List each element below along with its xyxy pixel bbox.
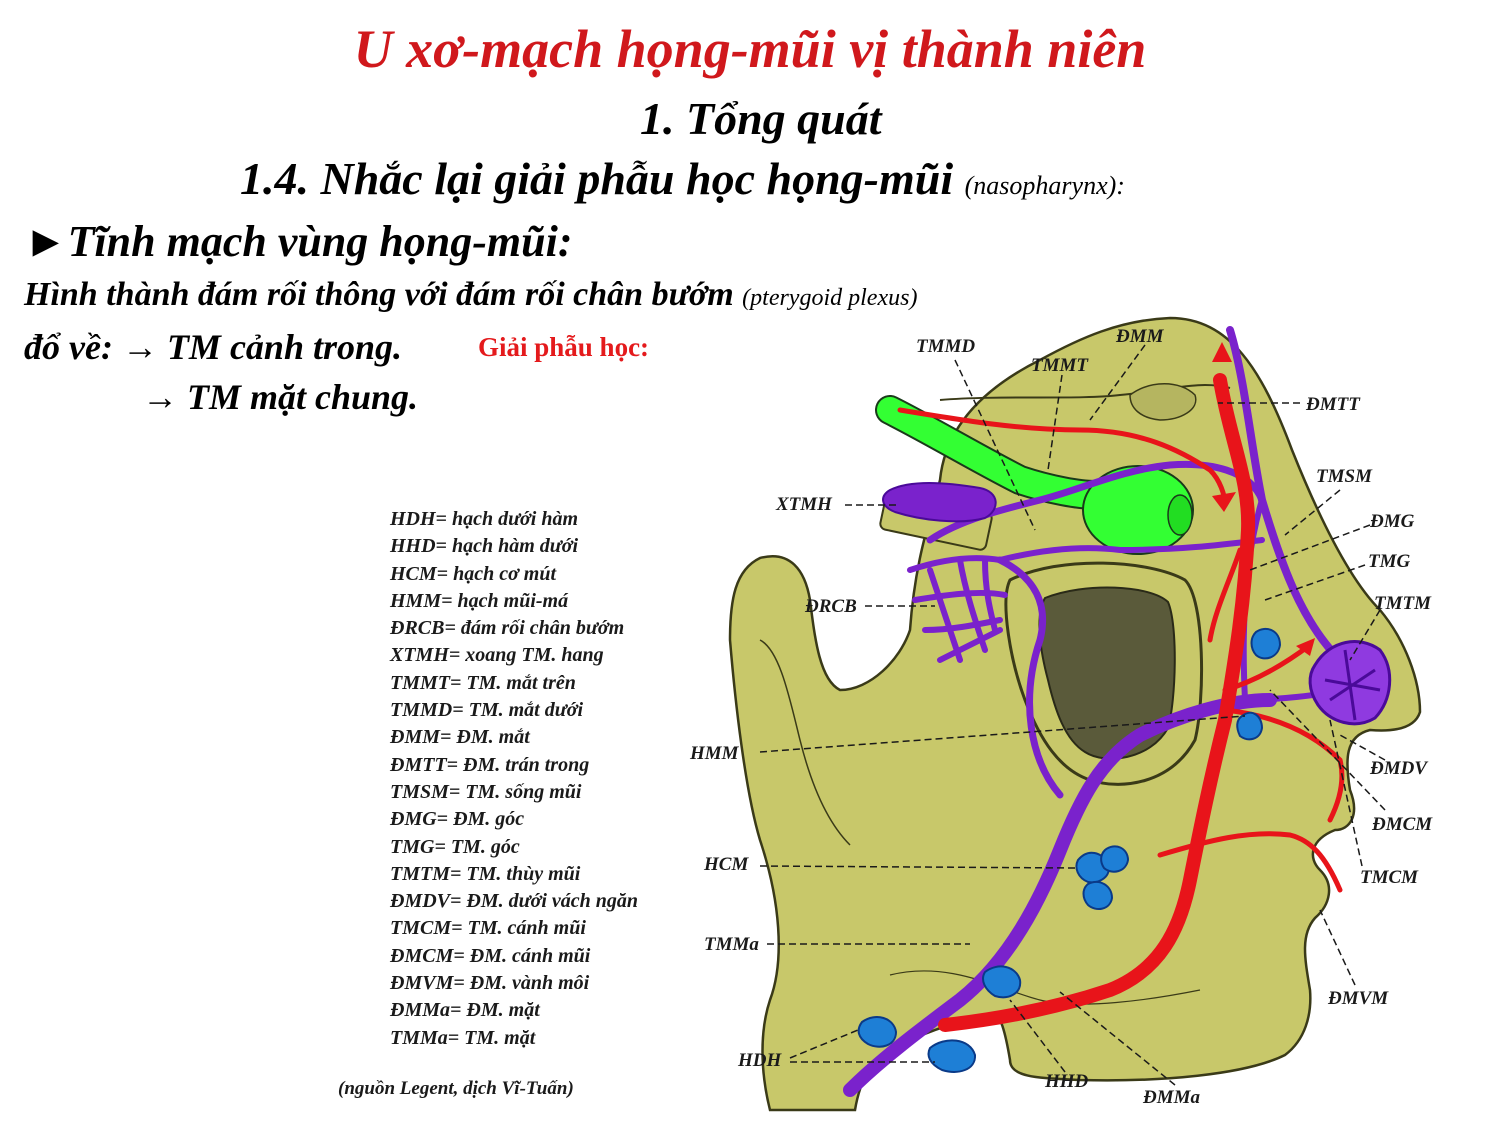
anatomy-label: Giải phẫu học:: [478, 332, 650, 362]
legend-item: ĐMTT= ĐM. trán trong: [390, 753, 590, 776]
legend-item: HDH= hạch dưới hàm: [390, 508, 579, 530]
legend-item: TMCM= TM. cánh mũi: [390, 917, 586, 940]
leader-lines: [759, 344, 1386, 1086]
label-dmvm: ĐMVM: [1327, 988, 1389, 1009]
pterygoid-plexus: [907, 555, 1008, 663]
legend-item: TMTM= TM. thùy mũi: [390, 862, 581, 885]
body-line-1-text: Hình thành đám rối thông với đám rối châ…: [24, 276, 734, 313]
legend-item: HHD= hạch hàm dưới: [390, 535, 579, 558]
legend-item: ĐMM= ĐM. mắt: [390, 726, 530, 749]
label-dmm: ĐMM: [1115, 326, 1165, 347]
legend-item: TMMD= TM. mắt dưới: [390, 699, 584, 722]
legend-item: HCM= hạch cơ mút: [390, 562, 557, 585]
diagram-labels: TMMD ĐMM TMMT ĐMTT TMSM XTMH ĐMG TMG TMT…: [689, 326, 1433, 1108]
legend-item: ĐMDV= ĐM. dưới vách ngăn: [390, 890, 639, 913]
label-hmm: HMM: [689, 743, 740, 764]
legend-item: ĐRCB= đám rối chân bướm: [390, 617, 625, 640]
legend-item: ĐMCM= ĐM. cánh mũi: [390, 944, 591, 967]
label-hcm: HCM: [703, 854, 749, 875]
label-drcb: ĐRCB: [804, 596, 857, 617]
face-anatomy-diagram: TMMD ĐMM TMMT ĐMTT TMSM XTMH ĐMG TMG TMT…: [689, 316, 1433, 1112]
legend-item: HMM= hạch mũi-má: [390, 589, 569, 612]
arterial-network: [897, 373, 1345, 1032]
label-tmg: TMG: [1368, 551, 1411, 572]
source-credit: (nguồn Legent, dịch Vĩ-Tuấn): [338, 1078, 574, 1099]
bullet-heading: ►Tĩnh mạch vùng họng-mũi:: [24, 216, 572, 267]
cavernous-sinus: [882, 482, 997, 523]
slide-title: U xơ-mạch họng-mũi vị thành niên: [353, 19, 1147, 79]
subsection-text: 1.4. Nhắc lại giải phẫu học họng-mũi: [240, 153, 954, 204]
legend-item: ĐMMa= ĐM. mặt: [390, 999, 540, 1022]
label-tmmd: TMMD: [916, 336, 975, 357]
bullet-marker: ►: [24, 217, 68, 266]
label-tmsm: TMSM: [1316, 466, 1373, 487]
label-hdh: HDH: [737, 1050, 783, 1071]
section-heading: 1. Tổng quát: [640, 93, 882, 144]
legend-item: ĐMVM= ĐM. vành môi: [390, 972, 590, 995]
body-line-1: Hình thành đám rối thông với đám rối châ…: [24, 276, 917, 314]
subsection-note: (nasopharynx):: [964, 171, 1125, 200]
nasal-plexus: [1308, 640, 1392, 726]
label-dmdv: ĐMDV: [1369, 758, 1428, 779]
label-dmg: ĐMG: [1369, 511, 1415, 532]
artery-arrowheads: [1212, 342, 1315, 656]
label-tmcm: TMCM: [1360, 867, 1419, 888]
body-line-3: → TM mặt chung.: [142, 377, 419, 417]
label-dmma: ĐMMa: [1142, 1087, 1201, 1108]
legend-item: TMMT= TM. mắt trên: [390, 671, 576, 694]
label-xtmh: XTMH: [775, 494, 833, 515]
lymph-nodes: [857, 627, 1282, 1073]
legend-item: TMMa= TM. mặt: [390, 1026, 536, 1049]
legend-item: TMSM= TM. sống mũi: [390, 780, 582, 803]
body-line-1-note: (pterygoid plexus): [742, 285, 918, 311]
subsection-heading: 1.4. Nhắc lại giải phẫu học họng-mũi (na…: [240, 152, 1125, 205]
label-dmtt: ĐMTT: [1305, 394, 1361, 415]
legend-item: TMG= TM. góc: [390, 835, 520, 858]
label-dmcm: ĐMCM: [1371, 814, 1433, 835]
legend-item: XTMH= xoang TM. hang: [390, 644, 604, 667]
label-hhd: HHD: [1044, 1071, 1089, 1092]
bullet-text: Tĩnh mạch vùng họng-mũi:: [67, 217, 573, 266]
body-line-2: đổ về: → TM cảnh trong.: [24, 327, 402, 367]
label-tmtm: TMTM: [1374, 593, 1432, 614]
label-tmma: TMMa: [704, 934, 759, 955]
label-tmmt: TMMT: [1031, 355, 1089, 376]
legend-item: ĐMG= ĐM. góc: [390, 808, 525, 831]
